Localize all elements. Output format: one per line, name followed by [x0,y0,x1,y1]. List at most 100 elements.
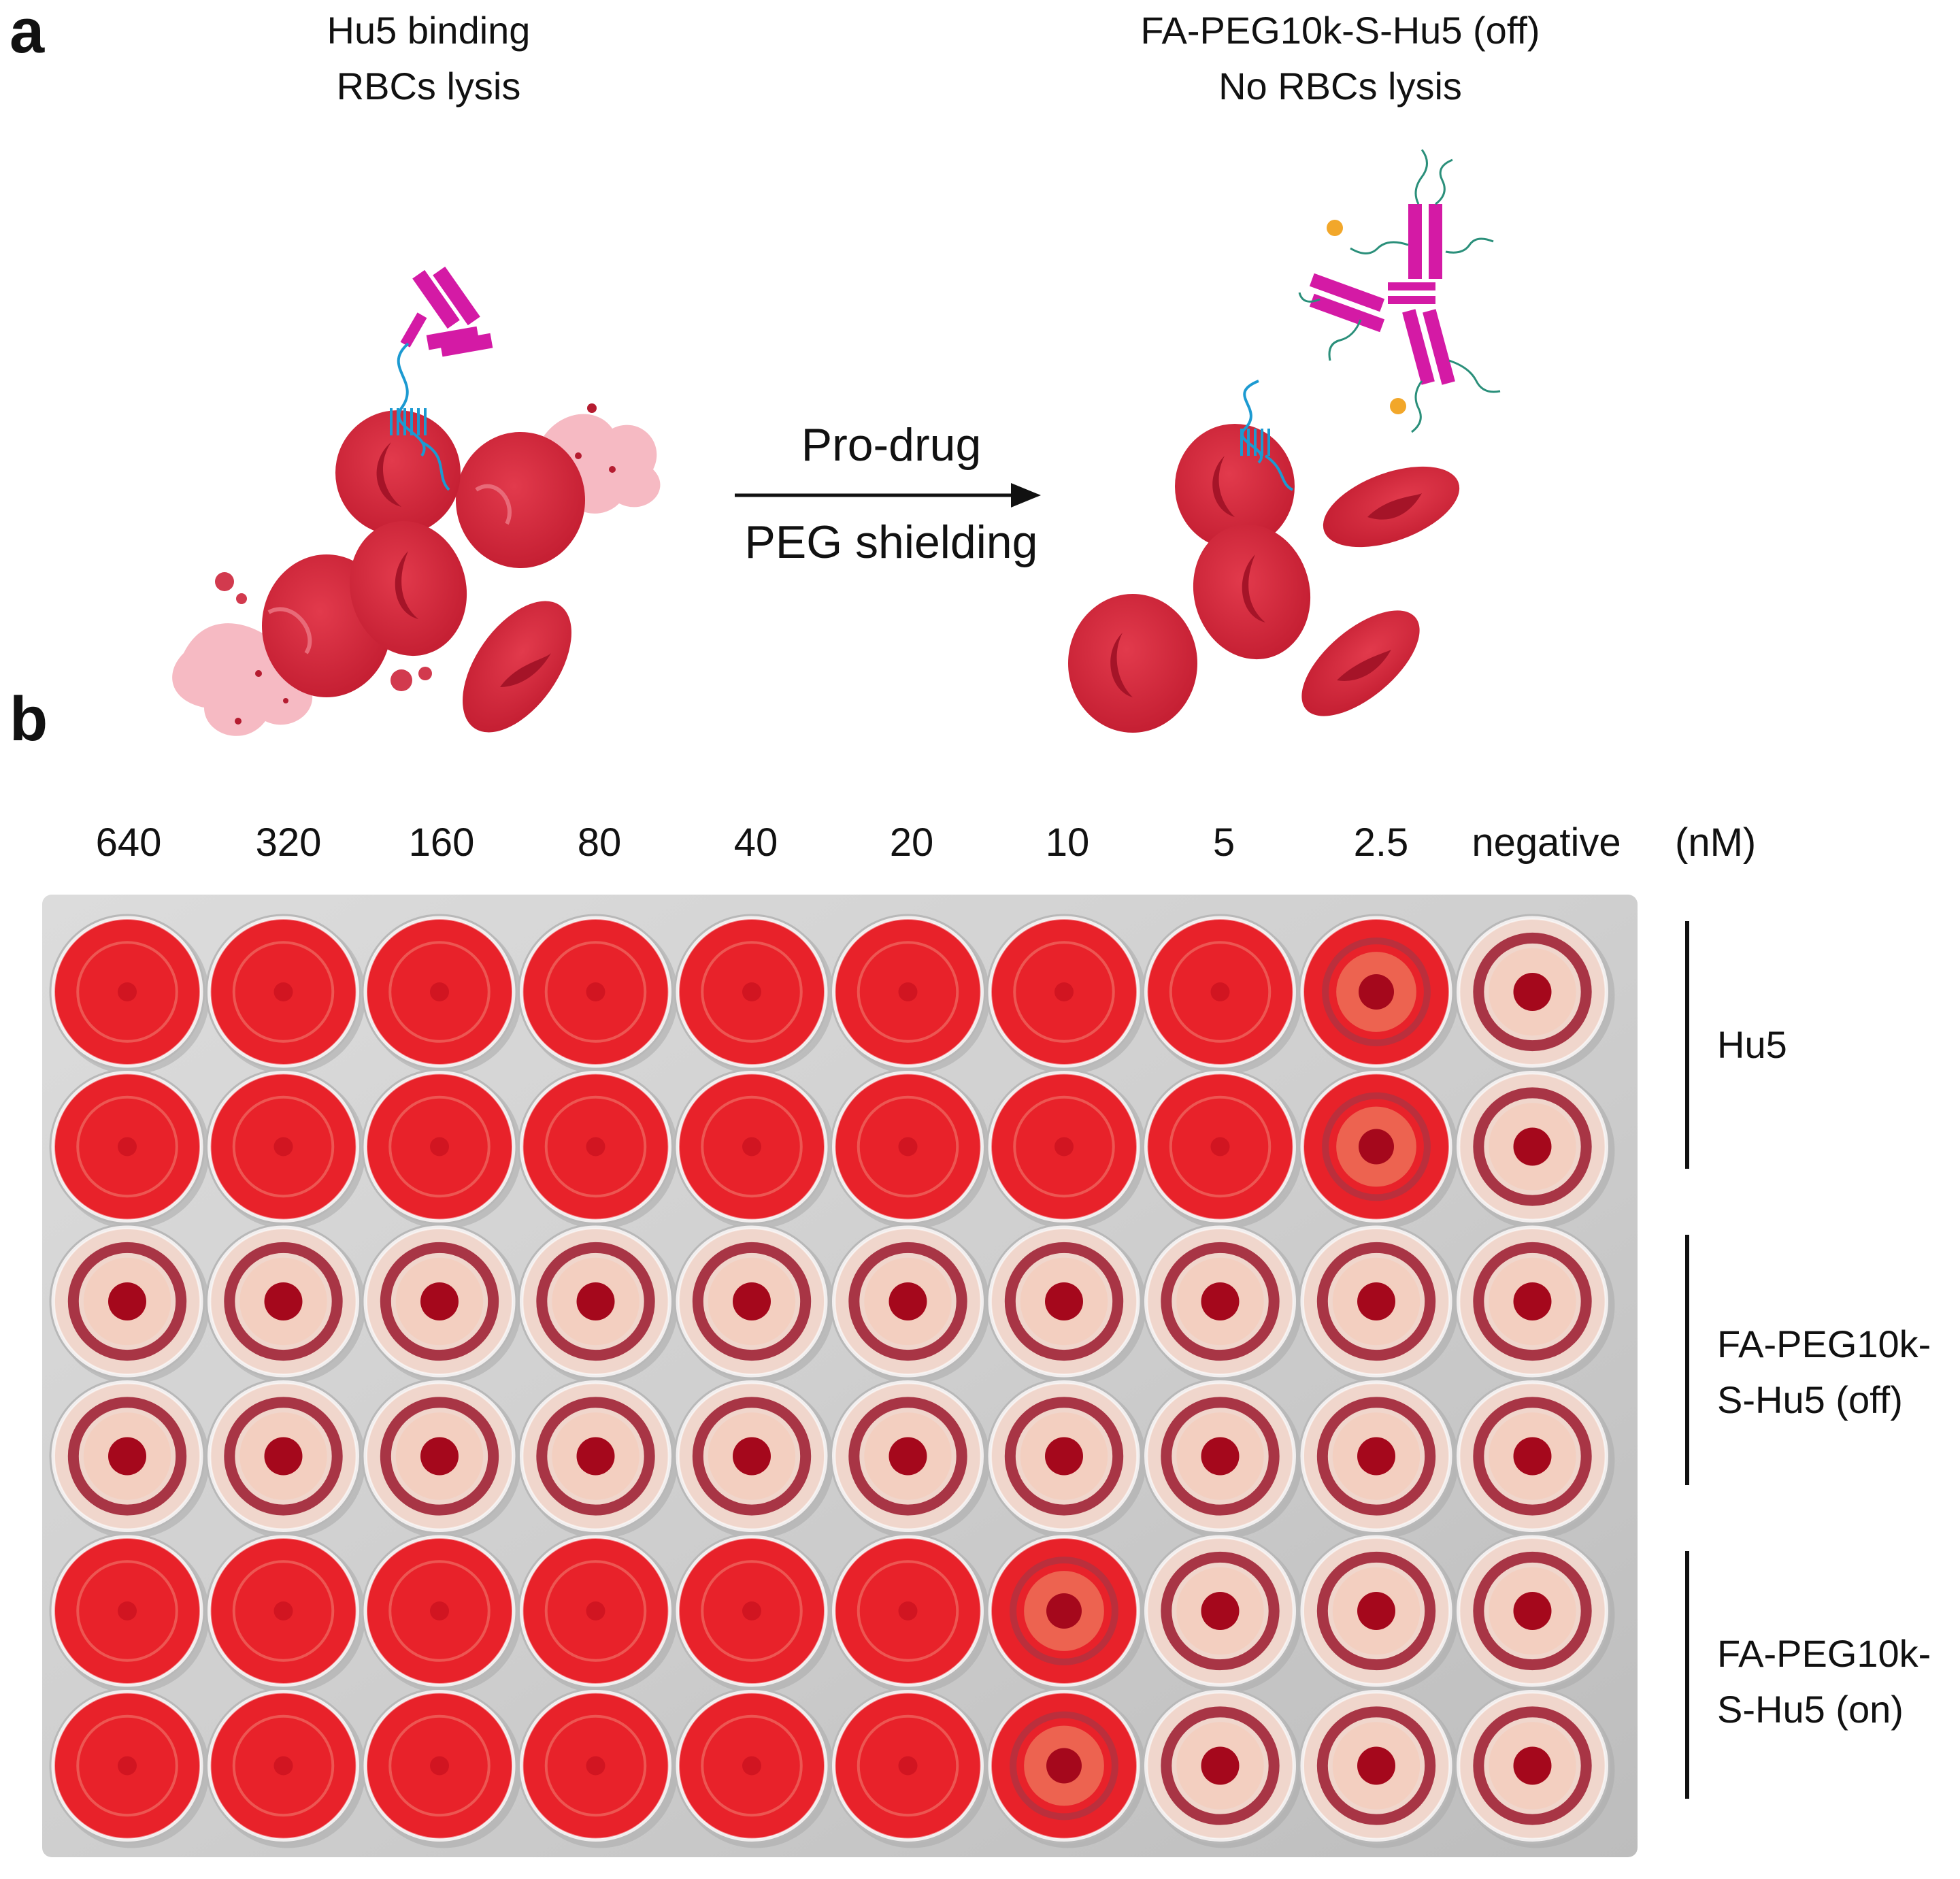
arrow-label-bottom: PEG shielding [744,516,1038,568]
rbc-cell [1323,466,1460,548]
rbc-cell [349,520,467,656]
well-r2-c5 [674,1069,834,1229]
well-r6-c6 [830,1688,991,1848]
rbc-cell [335,410,461,535]
well-r6-c2 [205,1688,366,1848]
group-label-on-line-1: FA-PEG10k- [1717,1632,1931,1675]
group-label-off-line-1: FA-PEG10k- [1717,1323,1931,1365]
arrow-label-top: Pro-drug [801,419,982,471]
conc-label-640: 640 [95,820,162,865]
well-r5-c2 [205,1533,366,1693]
well-r3-c4 [518,1223,678,1384]
well-r2-c3 [361,1069,522,1229]
receptor-icon [1240,380,1294,491]
rbc-cell [1175,424,1295,549]
well-r2-c8 [1142,1069,1303,1229]
well-r2-c6 [830,1069,991,1229]
well-r4-c10 [1455,1378,1615,1539]
well-r1-c5 [674,914,834,1074]
well-r1-c7 [986,914,1146,1074]
conc-label-320: 320 [255,820,322,865]
well-r3-c3 [361,1223,522,1384]
well-r2-c2 [205,1069,366,1229]
well-r3-c7 [986,1223,1146,1384]
conc-label-160: 160 [408,820,475,865]
rbc-cell [1068,594,1197,733]
well-r4-c7 [986,1378,1146,1539]
well-r3-c5 [674,1223,834,1384]
well-r4-c2 [205,1378,366,1539]
conc-label-2-5: 2.5 [1353,820,1409,865]
panel-a-left-caption: Hu5 binding RBCs lysis [225,3,633,114]
well-r2-c9 [1298,1069,1459,1229]
well-r1-c6 [830,914,991,1074]
panel-a-right-caption: FA-PEG10k-S-Hu5 (off) No RBCs lysis [1075,3,1606,114]
group-bracket-off [1685,1235,1689,1485]
group-label-off-line-2: S-Hu5 (off) [1717,1378,1903,1421]
well-r6-c5 [674,1688,834,1848]
well-r6-c7 [986,1688,1146,1848]
panel-b-letter: b [10,684,48,754]
well-r5-c7 [986,1533,1146,1693]
well-r5-c4 [518,1533,678,1693]
conc-label-5: 5 [1212,820,1235,865]
group-label-hu5-line-1: Hu5 [1717,1023,1787,1066]
left-caption-line-2: RBCs lysis [336,65,521,107]
well-r1-c4 [518,914,678,1074]
conc-label-80: 80 [577,820,622,865]
conc-label-10: 10 [1045,820,1090,865]
rbc-bursting-right [456,432,585,568]
panel-a-illustration [172,149,1501,736]
well-plate [42,895,1638,1857]
right-caption-line-1: FA-PEG10k-S-Hu5 (off) [1140,9,1540,52]
conc-label-negative: negative [1472,820,1621,865]
group-label-off: FA-PEG10k- S-Hu5 (off) [1717,1316,1931,1428]
rbc-cell [1301,610,1420,716]
well-r2-c4 [518,1069,678,1229]
well-r3-c10 [1455,1223,1615,1384]
well-r3-c6 [830,1223,991,1384]
rbc-cell [463,601,571,733]
well-r5-c6 [830,1533,991,1693]
well-r4-c4 [518,1378,678,1539]
well-r1-c10 [1455,914,1615,1074]
well-r3-c1 [49,1223,210,1384]
group-label-on-line-2: S-Hu5 (on) [1717,1688,1904,1731]
well-r5-c1 [49,1533,210,1693]
group-bracket-on [1685,1551,1689,1799]
well-r2-c7 [986,1069,1146,1229]
well-r1-c2 [205,914,366,1074]
concentration-header: 640 320 160 80 40 20 10 5 2.5 negative (… [0,820,1960,874]
well-r6-c8 [1142,1688,1303,1848]
unit-label: (nM) [1675,820,1757,865]
receptor-icon [390,342,450,491]
well-r3-c2 [205,1223,366,1384]
group-bracket-hu5 [1685,921,1689,1169]
well-r2-c1 [49,1069,210,1229]
right-caption-line-2: No RBCs lysis [1218,65,1462,107]
well-r6-c1 [49,1688,210,1848]
well-r6-c4 [518,1688,678,1848]
well-r4-c9 [1298,1378,1459,1539]
well-r5-c9 [1298,1533,1459,1693]
rbc-cell [1193,524,1311,660]
well-r5-c5 [674,1533,834,1693]
group-label-on: FA-PEG10k- S-Hu5 (on) [1717,1626,1931,1737]
well-r5-c8 [1142,1533,1303,1693]
well-r1-c8 [1142,914,1303,1074]
well-r6-c10 [1455,1688,1615,1848]
well-r5-c10 [1455,1533,1615,1693]
well-r1-c1 [49,914,210,1074]
group-label-hu5: Hu5 [1717,1017,1787,1073]
left-caption-line-1: Hu5 binding [327,9,531,52]
well-r1-c9 [1298,914,1459,1074]
well-r3-c9 [1298,1223,1459,1384]
well-r4-c8 [1142,1378,1303,1539]
well-r1-c3 [361,914,522,1074]
pegylated-antibody-icon [1298,149,1501,433]
conc-label-20: 20 [889,820,934,865]
well-r6-c3 [361,1688,522,1848]
well-r4-c6 [830,1378,991,1539]
antibody-icon [400,266,493,357]
well-r3-c8 [1142,1223,1303,1384]
